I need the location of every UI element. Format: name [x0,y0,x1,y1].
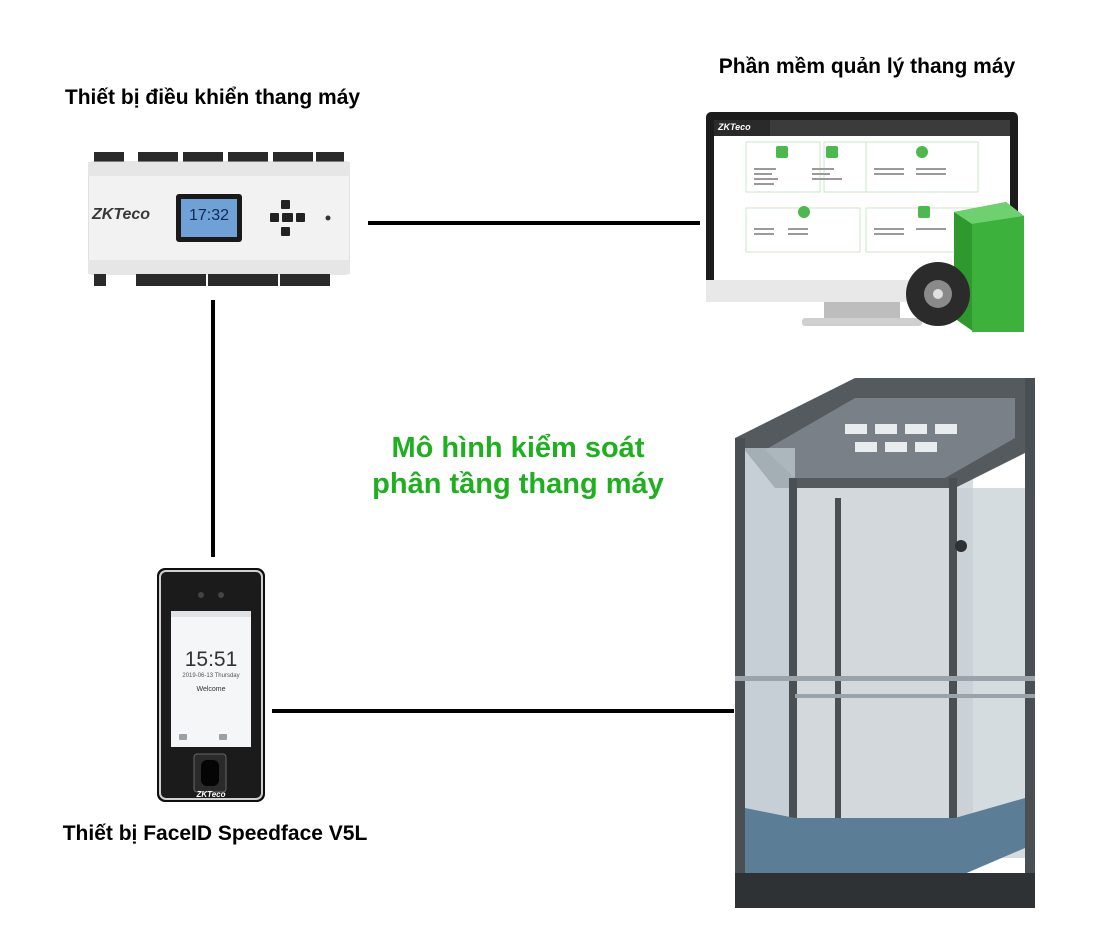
faceid-illustration [157,568,265,802]
faceid-speedface-device: 15:51 2019-06-13 Thursday Welcome ZKTeco [157,568,265,802]
controller-illustration [87,152,351,286]
faceid-time: 15:51 [184,648,238,671]
software-label: Phần mềm quản lý thang máy [718,55,1016,78]
center-title: Mô hình kiểm soát phân tầng thang máy [372,432,664,500]
connector-controller-faceid [211,300,215,557]
connector-controller-software [368,221,700,225]
elevator-cabin-illustration [735,378,1035,908]
faceid-date-row: 2019-06-13 Thursday [171,673,251,679]
controller-brand: ZKTeco [92,206,151,223]
faceid-weekday: Thursday [214,673,240,679]
monitor-illustration [706,112,1024,332]
management-software-illustration: ZKTeco [706,112,1046,337]
faceid-label: Thiết bị FaceID Speedface V5L [62,822,368,845]
controller-label: Thiết bị điều khiển thang máy [64,86,361,109]
controller-lcd-time: 17:32 [188,207,230,224]
elevator-illustration [735,378,1035,908]
elevator-controller-device: ZKTeco 17:32 [87,150,351,290]
software-header-brand: ZKTeco [718,122,751,132]
connector-faceid-elevator [272,709,734,713]
faceid-date: 2019-06-13 [182,673,214,679]
faceid-welcome: Welcome [196,686,226,693]
faceid-brand: ZKTeco [196,790,226,799]
